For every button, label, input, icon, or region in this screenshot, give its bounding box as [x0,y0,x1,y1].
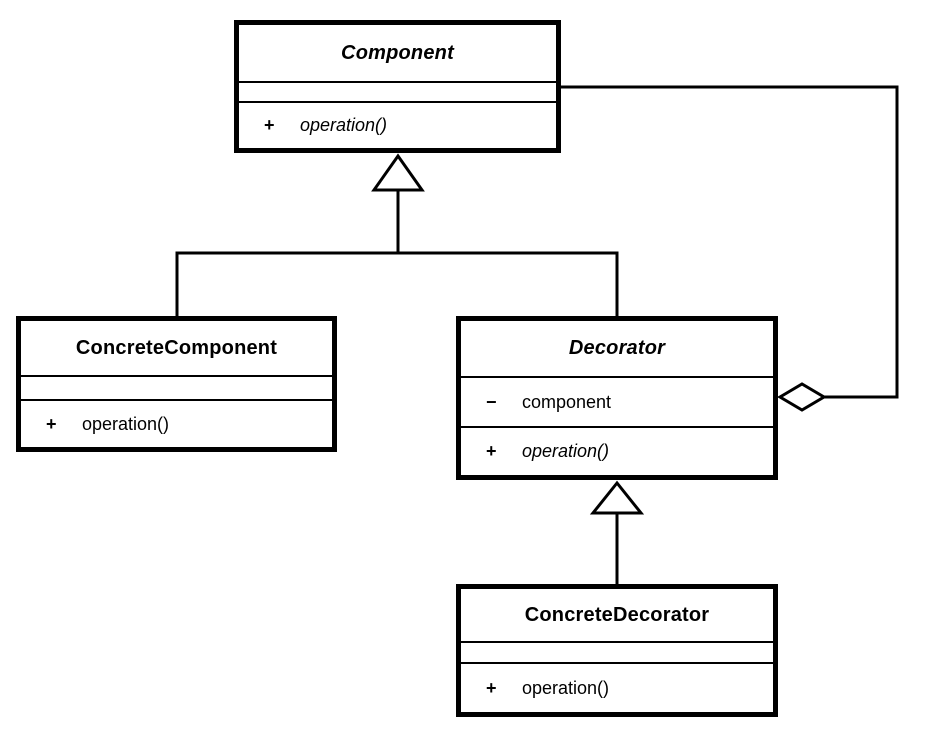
class-decorator-attributes: − component [461,378,773,428]
class-concrete-component-name: ConcreteComponent [21,321,332,377]
operation-name: operation() [522,677,610,698]
aggregation-line [561,85,899,399]
operation-row: + operation() [461,428,773,475]
generalization-branch-line [175,188,619,316]
aggregation-diamond-icon [777,382,827,412]
visibility-symbol: − [486,391,497,412]
class-concrete-component-attributes [21,377,332,401]
operation-name: operation() [82,413,170,434]
class-component-attributes [239,83,556,103]
operation-row: + operation() [461,664,773,712]
class-concrete-component: ConcreteComponent + operation() [16,316,337,452]
class-component-name: Component [239,25,556,83]
operation-row: + operation() [21,401,332,447]
visibility-symbol: + [264,115,275,135]
class-concrete-decorator: ConcreteDecorator + operation() [456,584,778,717]
operation-name: operation() [522,441,610,461]
visibility-symbol: + [486,677,497,698]
class-decorator-name: Decorator [461,321,773,378]
operation-row: + operation() [239,103,556,148]
generalization-arrowhead-decorator-icon [589,480,645,515]
class-concrete-decorator-attributes [461,643,773,664]
class-decorator: Decorator − component + operation() [456,316,778,480]
class-component-operations: + operation() [239,103,556,148]
visibility-symbol: + [486,441,497,461]
attribute-name: component [522,391,612,412]
attribute-row: − component [461,378,773,426]
class-concrete-decorator-name: ConcreteDecorator [461,589,773,643]
generalization-arrowhead-component-icon [371,153,425,192]
class-concrete-component-operations: + operation() [21,401,332,447]
operation-name: operation() [300,115,388,135]
class-concrete-decorator-operations: + operation() [461,664,773,712]
class-decorator-operations: + operation() [461,428,773,475]
class-component: Component + operation() [234,20,561,153]
visibility-symbol: + [46,413,57,434]
